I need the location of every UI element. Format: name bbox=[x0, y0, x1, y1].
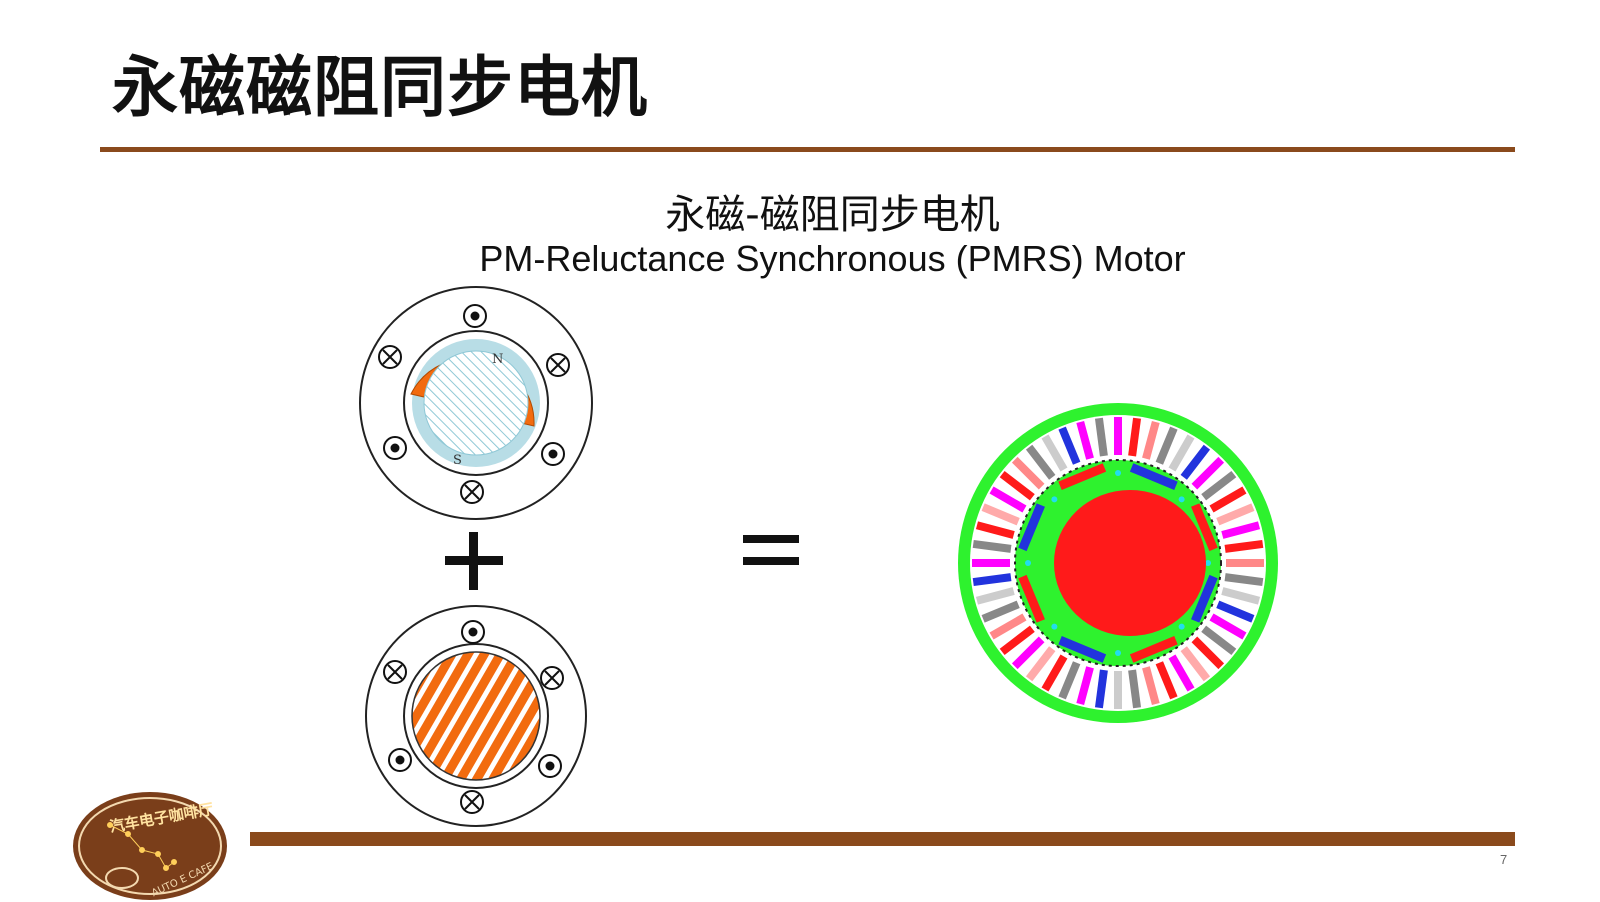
footer-divider bbox=[250, 832, 1515, 846]
stator-slot bbox=[972, 573, 1012, 587]
stator-slot bbox=[972, 539, 1012, 553]
cross-winding-icon bbox=[540, 666, 564, 690]
flux-barrier bbox=[1025, 560, 1031, 566]
flux-barrier bbox=[1205, 560, 1211, 566]
rotor-magnet bbox=[1191, 574, 1218, 623]
stator-slot bbox=[1076, 666, 1094, 706]
stator-slot bbox=[1226, 559, 1264, 567]
stator-slot bbox=[1221, 521, 1261, 539]
reluctance-motor-illustration bbox=[365, 605, 587, 827]
slide-title: 永磁磁阻同步电机 bbox=[112, 49, 648, 126]
cross-winding-icon bbox=[378, 345, 402, 369]
pole-s-label: S bbox=[453, 453, 462, 468]
stator-slot bbox=[989, 613, 1027, 640]
stator-slot bbox=[1221, 587, 1261, 605]
title-divider bbox=[100, 147, 1515, 152]
stator-slot bbox=[1224, 539, 1264, 553]
stator-slot bbox=[999, 625, 1035, 656]
stator-slot bbox=[1058, 661, 1081, 700]
dot-winding-icon bbox=[388, 748, 412, 772]
flux-barrier bbox=[1051, 496, 1058, 503]
stator-slot bbox=[1094, 417, 1108, 457]
page-number: 7 bbox=[1500, 852, 1508, 867]
rotor-magnet bbox=[1191, 503, 1218, 552]
stator-slot bbox=[1142, 420, 1160, 460]
stator-slot bbox=[1216, 503, 1255, 526]
stator-slot bbox=[975, 587, 1015, 605]
dot-winding-icon bbox=[541, 442, 565, 466]
subtitle-chinese: 永磁-磁阻同步电机 bbox=[665, 192, 1000, 238]
flux-barrier bbox=[1178, 496, 1185, 503]
stator-slot bbox=[1058, 426, 1081, 465]
stator-slot bbox=[1142, 666, 1160, 706]
rotor-magnet bbox=[1129, 636, 1178, 663]
stator-slot bbox=[1168, 654, 1195, 692]
stator-slot bbox=[1191, 456, 1225, 490]
stator-slot bbox=[1128, 669, 1142, 709]
stator-slot bbox=[1155, 661, 1178, 700]
stator-slot bbox=[1201, 625, 1237, 656]
stator-slot bbox=[1011, 456, 1045, 490]
cross-winding-icon bbox=[546, 353, 570, 377]
stator-slot bbox=[1025, 646, 1056, 682]
dot-winding-icon bbox=[538, 754, 562, 778]
pmrs-motor-cross-section bbox=[958, 403, 1278, 723]
stator-slot bbox=[1114, 417, 1122, 455]
stator-slot bbox=[1201, 470, 1237, 501]
rotor-magnet bbox=[1018, 574, 1045, 623]
cross-winding-icon bbox=[460, 480, 484, 504]
stator-slot bbox=[1155, 426, 1178, 465]
dot-winding-icon bbox=[383, 436, 407, 460]
rotor-core bbox=[1054, 490, 1206, 636]
stator-slot bbox=[1216, 600, 1255, 623]
flux-barrier bbox=[1178, 623, 1185, 630]
stator-slot bbox=[1209, 613, 1247, 640]
stator-slot bbox=[1180, 646, 1211, 682]
rotor-magnets bbox=[1018, 463, 1218, 663]
rotor-magnet bbox=[1129, 463, 1178, 490]
stator-slot bbox=[989, 486, 1027, 513]
stator-slot bbox=[1180, 444, 1211, 480]
dot-winding-icon bbox=[461, 620, 485, 644]
stator-slot bbox=[981, 503, 1020, 526]
equals-symbol bbox=[743, 535, 799, 565]
stator-slot bbox=[972, 559, 1010, 567]
stator-slot bbox=[975, 521, 1015, 539]
coffee-bean-icon bbox=[105, 867, 139, 889]
stator-slot bbox=[1076, 420, 1094, 460]
pole-n-label: N bbox=[492, 352, 503, 367]
plus-symbol bbox=[445, 532, 503, 590]
stator-slot bbox=[1041, 654, 1068, 692]
cross-winding-icon bbox=[460, 790, 484, 814]
reluctance-motor-windings bbox=[383, 620, 564, 814]
stator-slot bbox=[1191, 636, 1225, 670]
rotor-magnet bbox=[1018, 503, 1045, 552]
rotor-magnet bbox=[1058, 636, 1107, 663]
subtitle-english: PM-Reluctance Synchronous (PMRS) Motor bbox=[479, 238, 1186, 279]
stator-slot bbox=[981, 600, 1020, 623]
stator-slot bbox=[1011, 636, 1045, 670]
pm-motor-windings bbox=[378, 304, 570, 504]
stator-slots bbox=[972, 417, 1264, 709]
flux-barrier bbox=[1115, 470, 1121, 476]
cross-winding-icon bbox=[383, 660, 407, 684]
stator-slot bbox=[1114, 671, 1122, 709]
stator-slot bbox=[999, 470, 1035, 501]
stator-slot bbox=[1128, 417, 1142, 457]
pm-motor-illustration: N S bbox=[359, 286, 593, 520]
stator-slot bbox=[1209, 486, 1247, 513]
rotor-magnet bbox=[1058, 463, 1107, 490]
flux-barrier bbox=[1115, 650, 1121, 656]
stator-slot bbox=[1224, 573, 1264, 587]
stator-slot bbox=[1094, 669, 1108, 709]
flux-barrier bbox=[1051, 623, 1058, 630]
stator-slot bbox=[1025, 444, 1056, 480]
stator-slot bbox=[1168, 434, 1195, 472]
stator-slot bbox=[1041, 434, 1068, 472]
brand-logo: 汽车电子咖啡厅 AUTO E CAFE bbox=[73, 792, 227, 900]
dot-winding-icon bbox=[463, 304, 487, 328]
star-constellation-icon bbox=[107, 822, 177, 871]
